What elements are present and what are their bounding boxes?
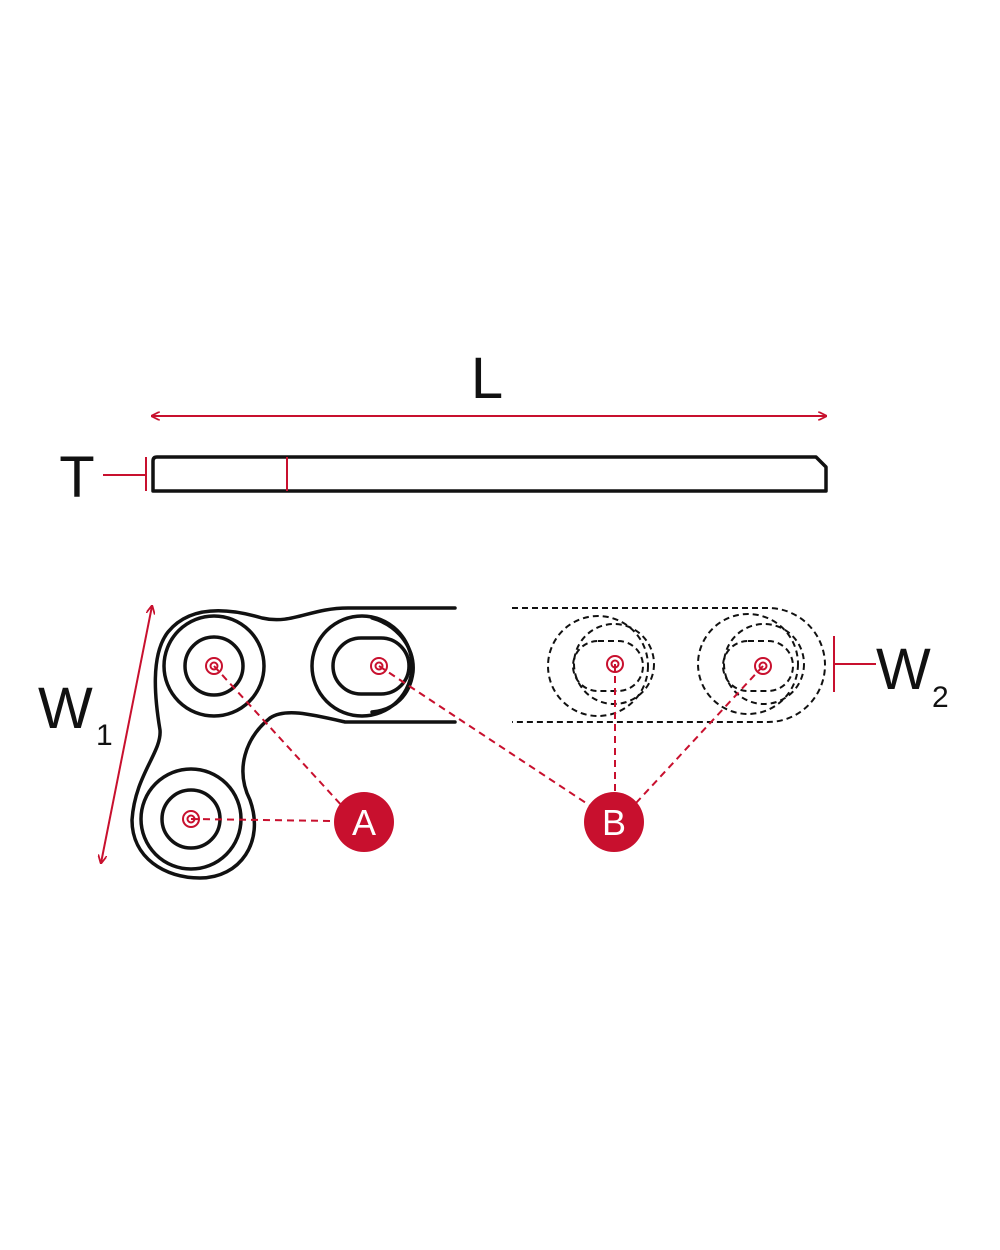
- hole-2-inner-slot: [331, 636, 411, 696]
- callout-a-label: A: [352, 802, 376, 843]
- plate-outline: [130, 606, 457, 880]
- callout-a-badge: A: [334, 792, 394, 852]
- center-mark-2: [370, 657, 388, 675]
- side-profile: [151, 455, 828, 493]
- callout-leaders: [190, 664, 764, 822]
- plate-top-view: [130, 606, 457, 880]
- hole-4-inner-slot: [572, 640, 644, 692]
- hole-1-outer-ring: [162, 614, 266, 718]
- callout-b-label: B: [602, 802, 626, 843]
- center-mark-1: [205, 657, 223, 675]
- center-mark-5: [754, 657, 772, 675]
- hole-5-mid-ring: [723, 623, 805, 705]
- hole-5-outer-ring: [697, 613, 799, 715]
- hole-2-overlap-arc: [370, 616, 415, 714]
- width1-subscript: 1: [96, 719, 113, 752]
- width1-dimension: W 1: [38, 606, 152, 863]
- side-view: L T: [59, 346, 828, 510]
- width2-dimension: W 2: [833, 636, 949, 714]
- length-label: L: [471, 346, 503, 411]
- plate-hidden-outline: [512, 607, 826, 723]
- plate-hidden-section: [512, 607, 826, 723]
- width2-label: W: [876, 637, 931, 702]
- callout-b-badge: B: [584, 792, 644, 852]
- thickness-label: T: [59, 445, 94, 510]
- hole-5-inner-slot: [722, 640, 794, 692]
- hole-centre-marks: [182, 655, 772, 828]
- hole-1-inner-ring: [183, 635, 245, 697]
- hole-4-outer-ring: [547, 615, 649, 717]
- width1-label: W: [38, 676, 93, 741]
- width2-subscript: 2: [932, 681, 949, 714]
